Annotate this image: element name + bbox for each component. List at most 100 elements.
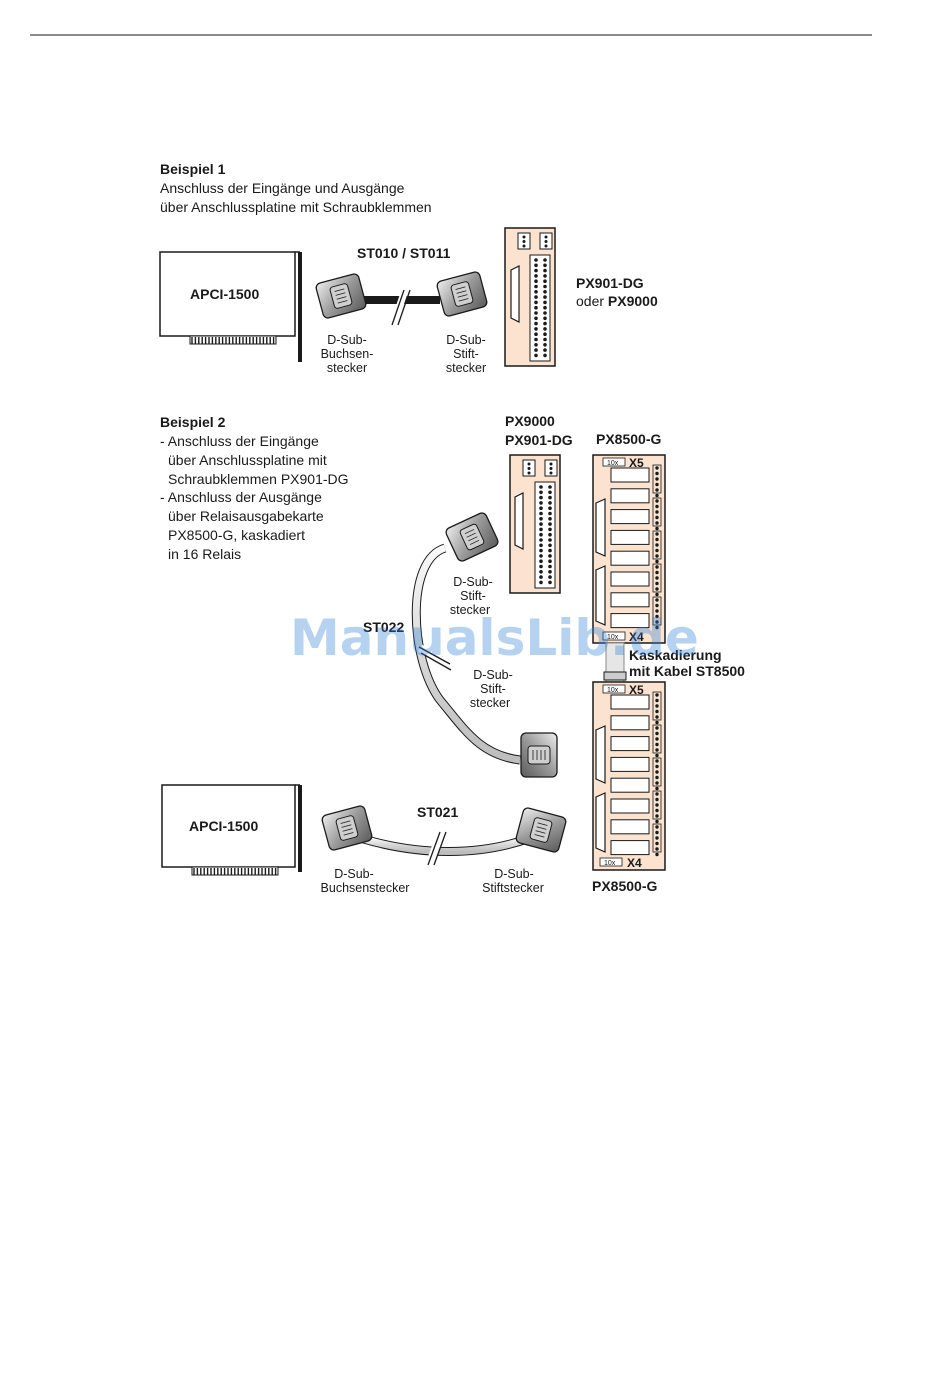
relay-bottom-x4: X4 [627,856,642,870]
relay-pin [655,764,659,769]
example-2-desc-line-7: in 16 Relais [168,546,241,562]
relay-slot [610,571,650,587]
relay-bottom-slots [610,694,650,856]
terminal-pin [544,235,548,239]
terminal-pin [548,490,552,495]
terminal-pin [534,348,538,352]
relay-pin [655,521,659,525]
terminal-pin [548,559,552,563]
relay-pin-block [652,530,662,560]
terminal-pin [539,527,543,532]
terminal-pin [522,240,526,243]
relay-pin [655,737,659,741]
terminal-pin [548,580,552,585]
relay-board-bottom: 10x X5 10x X4 [592,681,666,871]
relay-pin [655,592,659,597]
relay-slot [610,613,650,629]
relay-board-bottom-label: PX8500-G [592,878,657,894]
relay-pin [655,559,659,564]
terminal-pin [534,343,538,347]
relay-slot [610,467,650,483]
lower-conn-line-1: D-Sub- [473,668,513,682]
terminal-pin [543,321,547,326]
card-1-label: APCI-1500 [190,286,259,302]
relay-slot [610,509,650,525]
relay-bottom-pins [652,691,662,857]
relay-pin [655,504,659,509]
terminal-board-1 [504,227,556,367]
relay-pin-block [652,823,662,853]
terminal-pin [548,485,552,489]
terminal-pin [548,548,552,553]
d-sub-male-connector-upper [443,510,501,564]
d-sub-male-connector-1 [435,270,489,318]
relay-top-pins [652,464,662,630]
relay-slot [610,819,650,835]
terminal-pin [534,258,538,262]
board-1-alt: oder PX9000 [576,293,658,309]
relay-pin [655,493,659,498]
relay-pin [655,797,659,802]
terminal-pin [543,268,547,273]
relay-pin [655,576,659,580]
terminal-pin [539,485,543,489]
male-conn-1-line-1: D-Sub- [446,333,486,347]
terminal-pin [543,348,547,352]
d-sub-male-connector-2 [514,806,568,854]
terminal-pin [543,311,547,315]
relay-pin [655,532,659,536]
relay-board-top: 10x X5 10x X4 [592,454,666,644]
board-1-or: oder [576,293,608,309]
lower-conn-line-2: Stift- [480,682,506,696]
board-1-name: PX901-DG [576,275,644,291]
terminal-pin [548,554,552,558]
relay-pin [655,620,659,624]
relay-pin [655,471,659,476]
terminal-pin [544,244,548,248]
relay-pin [655,742,659,747]
terminal-pin [543,316,547,321]
terminal-pin [548,522,552,526]
example-1-heading: Beispiel 1 [160,161,226,177]
relay-pin [655,726,659,730]
relay-pin [655,581,659,586]
terminal-pin [534,300,538,305]
example-2-desc-line-2: über Anschlussplatine mit [168,452,327,468]
relay-pin [655,603,659,608]
relay-slot [610,756,650,772]
relay-pin [655,614,659,619]
terminal-pin [548,517,552,521]
relay-slot [610,694,650,710]
relay-pin-block [652,563,662,593]
terminal-pin [534,295,538,299]
terminal-pin [539,570,543,574]
relay-pin [655,515,659,520]
cable-st010-st011: ST010 / ST011 [314,245,489,328]
relay-pin-block [652,790,662,820]
relay-pin-block [652,596,662,626]
terminal-pin [527,467,531,470]
relay-pin [655,715,659,719]
relay-pin [655,770,659,774]
male-conn-2-line-2: Stiftstecker [482,881,544,895]
terminal-pin [534,284,538,289]
terminal-pin [548,570,552,574]
relay-pin [655,526,659,531]
terminal-pin [539,490,543,495]
terminal-pin [543,274,547,278]
relay-pin-block [652,724,662,754]
relay-pin [655,543,659,547]
relay-pin [655,753,659,758]
board-1-terminal-pins [522,235,548,358]
relay-pin [655,565,659,569]
relay-pin [655,748,659,752]
relay-pin [655,510,659,514]
relay-pin [655,759,659,763]
terminal-pin [548,575,552,579]
d-sub-female-connector-1 [314,272,368,320]
relay-slot [610,488,650,504]
upper-conn-line-1: D-Sub- [453,575,493,589]
terminal-pin [522,244,526,248]
terminal-pin [539,522,543,526]
terminal-pin [543,353,547,358]
